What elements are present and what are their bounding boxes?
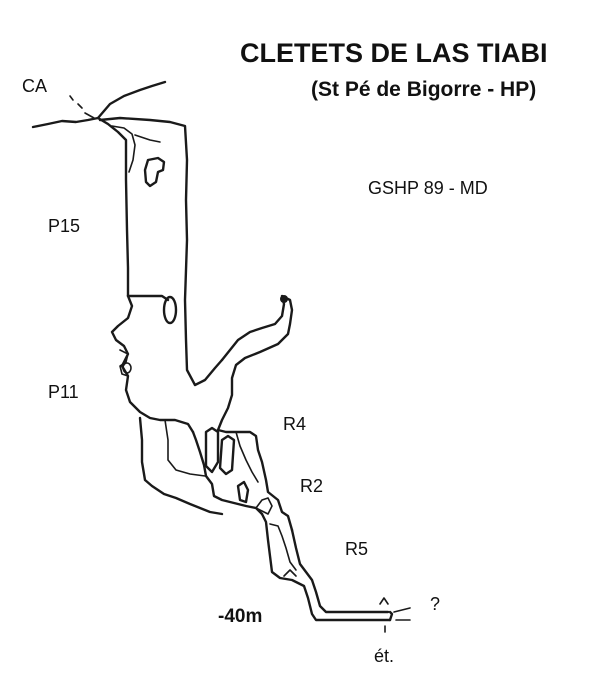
title-sub: (St Pé de Bigorre - HP) xyxy=(311,78,536,101)
surface-line xyxy=(31,80,167,129)
shaft-p11 xyxy=(110,294,294,434)
r5-label: R5 xyxy=(345,539,368,559)
p11-label: P11 xyxy=(48,382,79,402)
credit-label: GSHP 89 - MD xyxy=(368,178,488,198)
shaft-p15 xyxy=(96,116,224,387)
unknown-continuation-label: ? xyxy=(430,594,440,614)
depth-label: -40m xyxy=(218,606,262,627)
entrance-label: CA xyxy=(22,76,47,96)
section-r4-r2 xyxy=(138,416,294,532)
section-r5 xyxy=(260,512,411,633)
r4-label: R4 xyxy=(283,414,306,434)
narrowing-label: ét. xyxy=(374,646,394,666)
p15-label: P15 xyxy=(48,216,80,236)
r2-label: R2 xyxy=(300,476,323,496)
title-main: CLETETS DE LAS TIABI xyxy=(240,38,548,68)
